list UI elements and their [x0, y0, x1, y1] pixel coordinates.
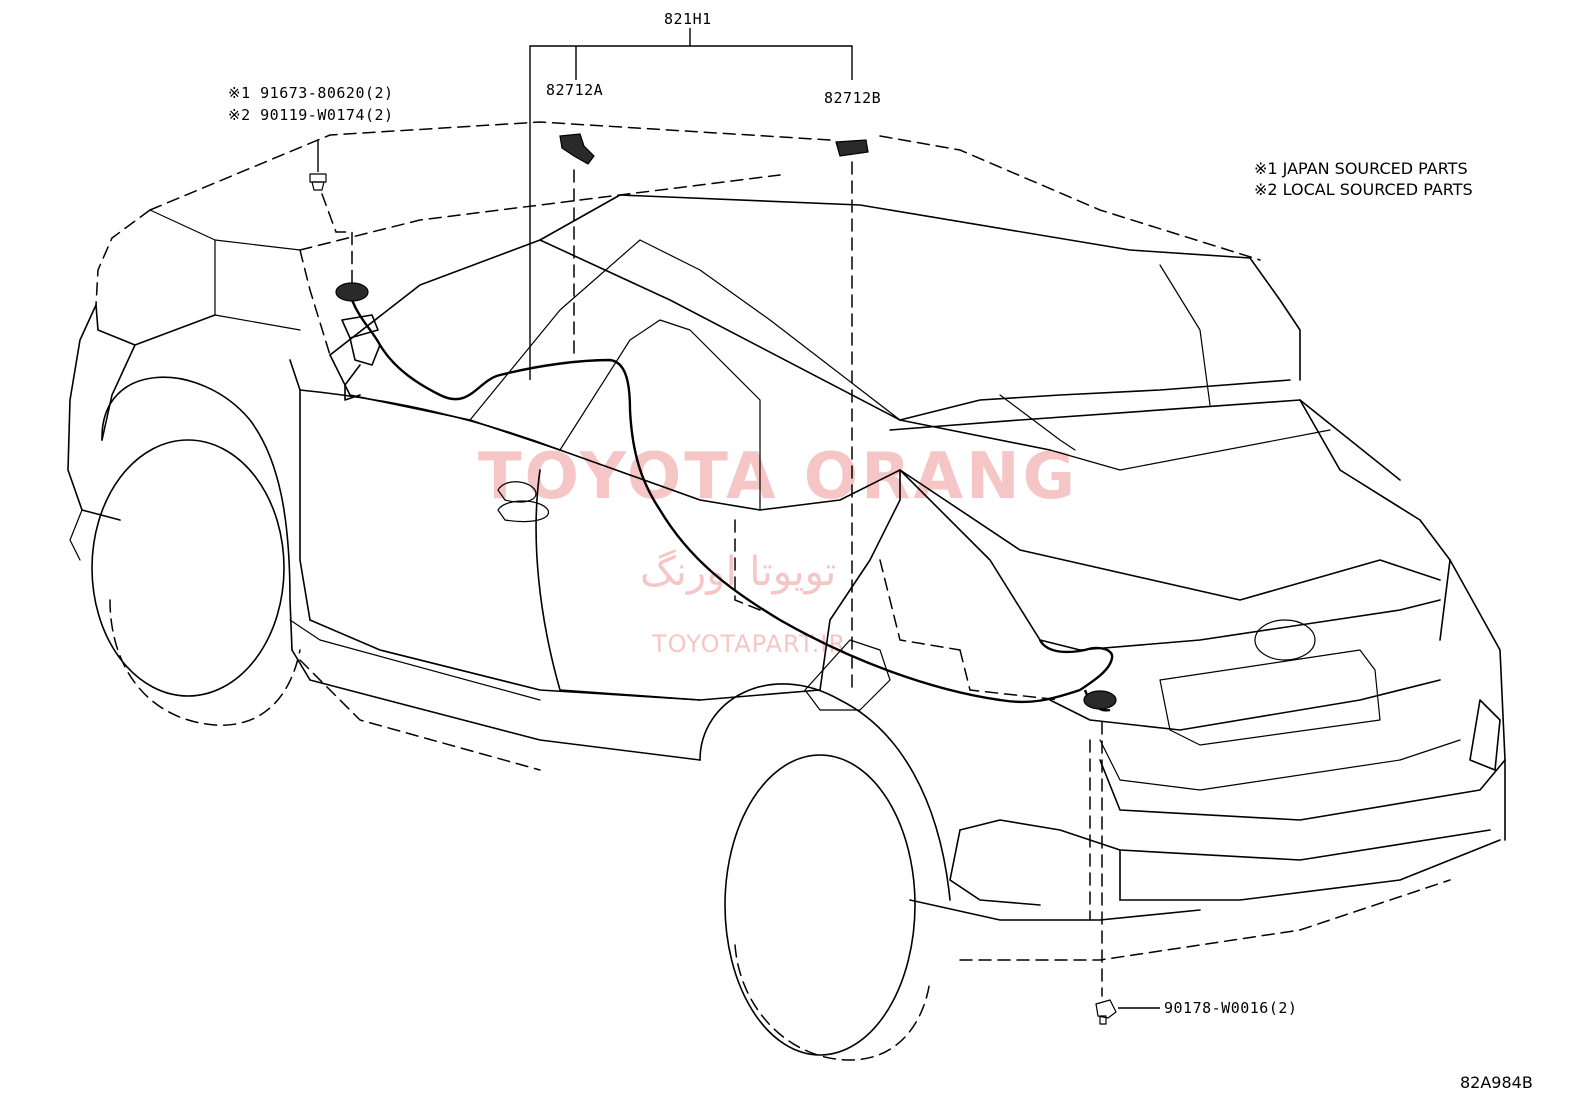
labels: 821H1 82712A 82712B ※1 91673-80620(2) ※2…: [228, 10, 1533, 1092]
bolt-label-japan: ※1 91673-80620(2): [228, 84, 394, 102]
bolt-icon: [309, 140, 327, 191]
vehicle-outline: [67, 121, 1506, 1061]
clip-icon: [1095, 999, 1117, 1025]
note-local-sourced: ※2 LOCAL SOURCED PARTS: [1254, 180, 1473, 199]
clip-label: 90178-W0016(2): [1164, 999, 1297, 1017]
note-japan-sourced: ※1 JAPAN SOURCED PARTS: [1254, 159, 1468, 178]
wire-harness: [335, 282, 1117, 712]
watermark-title: TOYOTA ORANG: [478, 440, 1078, 514]
part-82712a-shape: [559, 133, 595, 165]
watermark-url: TOYOTAPART.IR: [651, 630, 846, 658]
figure-id: 82A984B: [1460, 1073, 1533, 1092]
watermark: TOYOTA ORANG تویوتا اورنگ TOYOTAPART.IR: [478, 440, 1078, 658]
bolt-label-local: ※2 90119-W0174(2): [228, 106, 394, 124]
watermark-persian: تویوتا اورنگ: [640, 549, 836, 595]
part-82712b-shape: [835, 139, 869, 157]
part-label-82712a: 82712A: [546, 81, 603, 99]
assembly-label-821h1: 821H1: [664, 10, 712, 28]
part-label-82712b: 82712B: [824, 89, 881, 107]
callouts: [309, 28, 1160, 1025]
